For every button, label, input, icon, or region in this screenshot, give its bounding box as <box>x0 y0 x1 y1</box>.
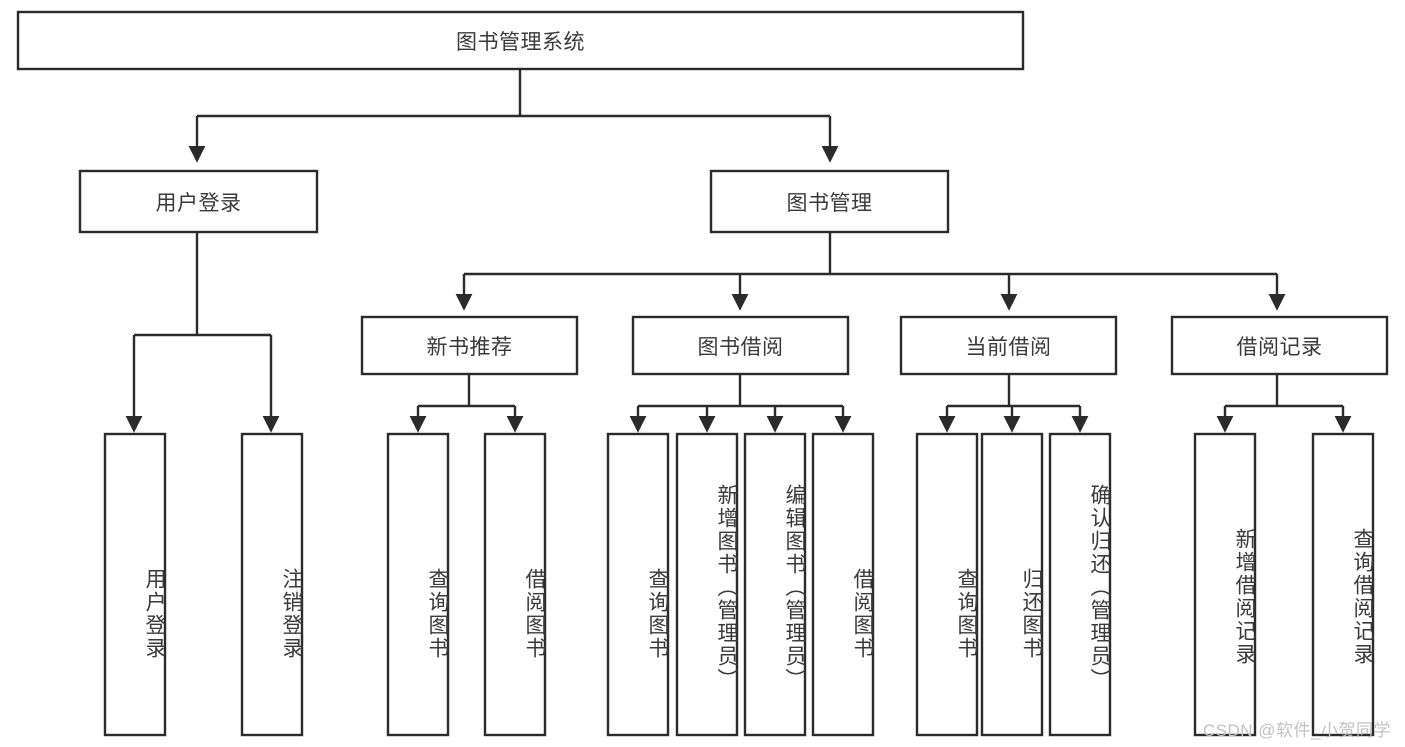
node-box-book-manage[interactable] <box>709 169 950 234</box>
node-box-leaf-query-book-1[interactable] <box>386 432 450 737</box>
node-box-leaf-borrow-book-1[interactable] <box>483 432 547 737</box>
node-box-book-borrow[interactable] <box>631 315 850 376</box>
node-box-leaf-user-login[interactable] <box>103 432 167 737</box>
node-box-leaf-user-logout[interactable] <box>240 432 304 737</box>
node-box-leaf-query-book-3[interactable] <box>915 432 979 737</box>
node-box-borrow-record[interactable] <box>1170 315 1389 376</box>
node-box-leaf-query-record[interactable] <box>1311 432 1375 737</box>
node-box-user-login[interactable] <box>78 169 319 234</box>
node-box-current-borrow[interactable] <box>899 315 1118 376</box>
node-box-leaf-add-record[interactable] <box>1193 432 1257 737</box>
node-box-leaf-confirm-return[interactable] <box>1048 432 1112 737</box>
node-box-leaf-query-book-2[interactable] <box>606 432 670 737</box>
node-box-leaf-edit-book[interactable] <box>743 432 807 737</box>
node-box-leaf-borrow-book-2[interactable] <box>811 432 875 737</box>
node-box-root[interactable] <box>16 10 1025 71</box>
node-box-leaf-add-book[interactable] <box>675 432 739 737</box>
csdn-watermark: CSDN @软件_小贺同学 <box>1202 721 1391 740</box>
node-box-new-book-recommend[interactable] <box>360 315 579 376</box>
node-box-leaf-return-book[interactable] <box>980 432 1044 737</box>
